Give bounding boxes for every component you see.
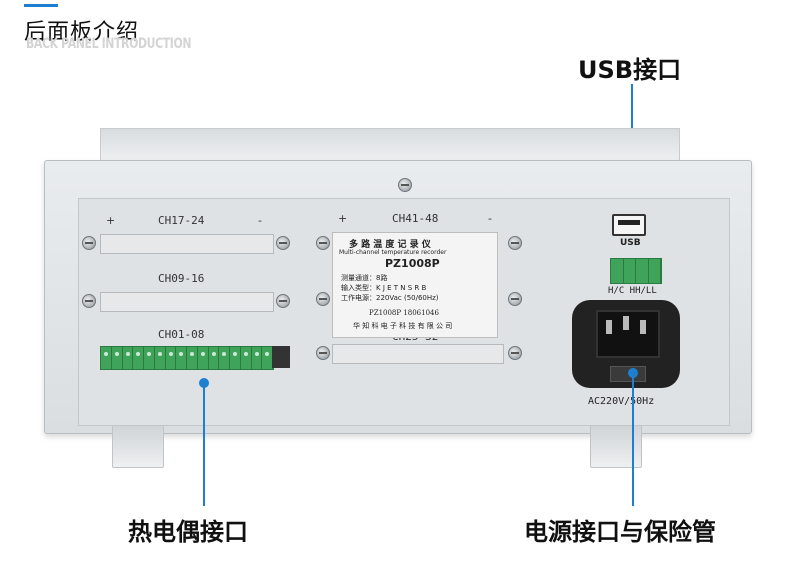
thermocouple-callout: 热电偶接口 — [128, 518, 248, 546]
plus-sign: + — [106, 214, 116, 227]
connector-slot-ch17-24 — [100, 234, 274, 254]
power-pin — [640, 320, 646, 334]
minus-sign: - — [488, 212, 492, 225]
power-pin — [623, 316, 629, 330]
power-socket — [596, 310, 660, 358]
channel-label-ch09-16: CH09-16 — [158, 272, 205, 285]
plus-sign: + — [338, 212, 348, 225]
usb-callout: USB接口 — [578, 56, 682, 84]
thermocouple-callout-line — [203, 384, 205, 506]
channel-label-ch17-24: CH17-24 — [158, 214, 205, 227]
sticker-serial: PZ1008P 18061046 — [369, 309, 439, 317]
sticker-subtitle: Multi-channel temperature recorder — [339, 249, 447, 256]
power-callout-dot — [628, 368, 638, 378]
device-foot-left — [112, 424, 164, 468]
channel-label-ch01-08: CH01-08 — [158, 328, 205, 341]
page-title: 后面板介绍 — [24, 20, 140, 45]
minus-sign: - — [258, 214, 262, 227]
top-screw — [398, 178, 412, 192]
sticker-line-1: 测量通道：8路 — [341, 274, 388, 282]
terminal-block-end — [272, 346, 290, 368]
screw — [316, 346, 330, 360]
connector-slot-ch09-16 — [100, 292, 274, 312]
screw — [316, 236, 330, 250]
usb-port[interactable] — [612, 214, 646, 236]
screw — [276, 236, 290, 250]
screw — [508, 346, 522, 360]
sticker-title: 多 路 温 度 记 录 仪 — [349, 240, 431, 250]
screw — [82, 294, 96, 308]
device-label-sticker: 多 路 温 度 记 录 仪 Multi-channel temperature … — [332, 232, 498, 338]
sticker-line-3: 工作电源：220Vac (50/60Hz) — [341, 294, 439, 302]
thermocouple-callout-dot — [199, 378, 209, 388]
screw — [508, 292, 522, 306]
device-foot-right — [590, 424, 642, 468]
screw — [508, 236, 522, 250]
usb-port-label: USB — [620, 238, 641, 248]
connector-slot-ch25-32 — [332, 344, 504, 364]
screw — [276, 294, 290, 308]
channel-label-ch41-48: CH41-48 — [392, 212, 439, 225]
power-callout-line — [632, 374, 634, 506]
sticker-company: 华 知 科 电 子 科 技 有 限 公 司 — [353, 322, 453, 330]
thermocouple-terminal-block — [100, 346, 274, 370]
power-callout: 电源接口与保险管 — [524, 518, 716, 546]
power-pin — [606, 320, 612, 334]
sticker-model: PZ1008P — [385, 257, 440, 270]
screw — [316, 292, 330, 306]
screw — [82, 236, 96, 250]
title-accent-bar — [24, 4, 58, 7]
page-subtitle: BACK PANEL INTRODUCTION — [26, 36, 192, 52]
alarm-terminal-block — [610, 258, 662, 284]
device-top-lid — [100, 128, 680, 162]
power-rating-label: AC220V/50Hz — [588, 396, 655, 407]
sticker-line-2: 输入类型：K J E T N S R B — [341, 284, 427, 292]
alarm-terminal-label: H/C HH/LL — [608, 286, 657, 296]
